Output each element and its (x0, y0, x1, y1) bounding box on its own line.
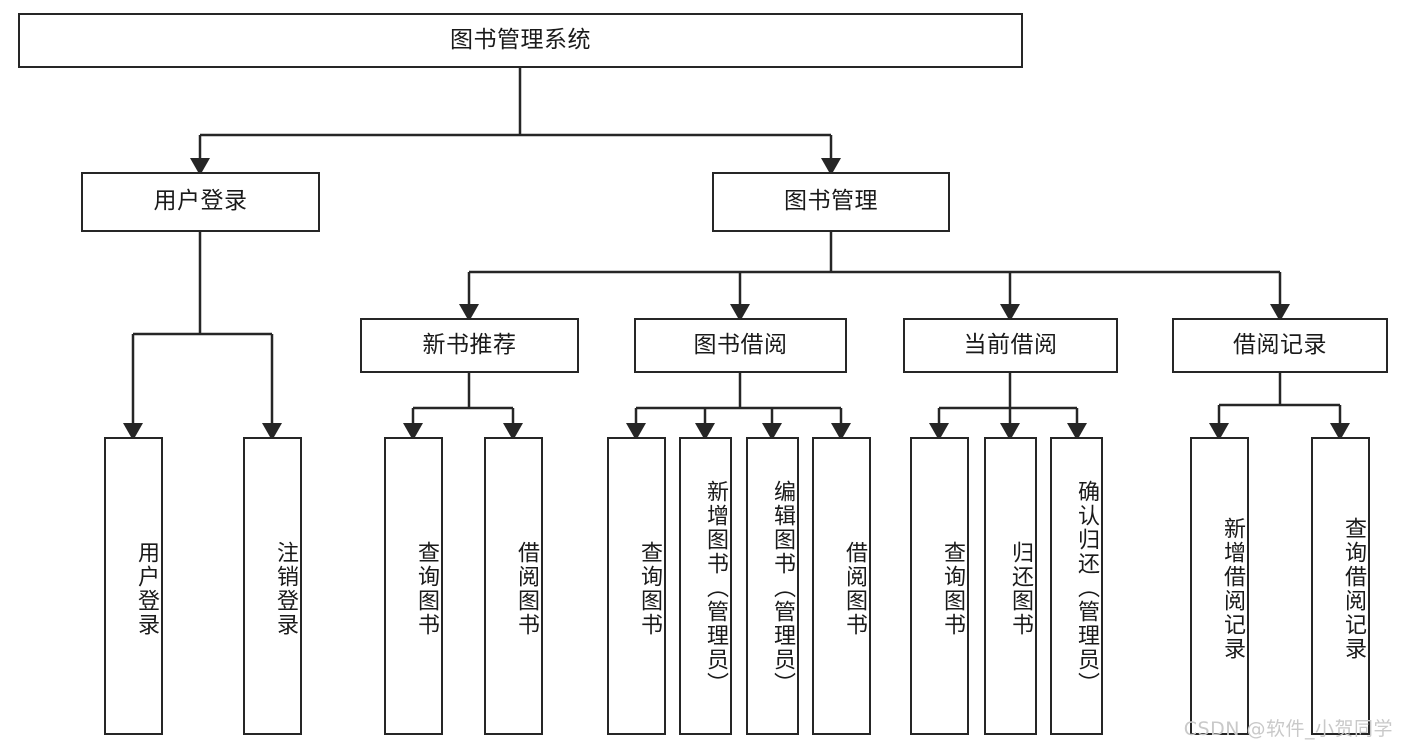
leaf-confirm-return-admin[interactable]: 确认归还（管理员） (1050, 437, 1103, 735)
node-book-borrow[interactable]: 图书借阅 (634, 318, 847, 373)
leaf-borrow-book-nbr-label: 借阅图书 (514, 541, 539, 637)
leaf-edit-book-admin[interactable]: 编辑图书（管理员） (746, 437, 799, 735)
leaf-query-book-nbr-label: 查询图书 (414, 541, 439, 637)
leaf-query-borrow-record[interactable]: 查询借阅记录 (1311, 437, 1370, 735)
leaf-logout-label: 注销登录 (273, 541, 298, 637)
leaf-query-book-cb[interactable]: 查询图书 (910, 437, 969, 735)
node-current-borrow[interactable]: 当前借阅 (903, 318, 1118, 373)
node-user-login[interactable]: 用户登录 (81, 172, 320, 232)
leaf-query-book-bb[interactable]: 查询图书 (607, 437, 666, 735)
node-book-management-label: 图书管理 (784, 188, 878, 215)
leaf-add-book-admin[interactable]: 新增图书（管理员） (679, 437, 732, 735)
watermark: CSDN @软件_小贺同学 (1183, 718, 1393, 740)
leaf-user-login-label: 用户登录 (134, 541, 159, 637)
node-root[interactable]: 图书管理系统 (18, 13, 1023, 68)
leaf-query-book-cb-label: 查询图书 (940, 541, 965, 637)
leaf-add-borrow-record[interactable]: 新增借阅记录 (1190, 437, 1249, 735)
leaf-user-login[interactable]: 用户登录 (104, 437, 163, 735)
leaf-logout[interactable]: 注销登录 (243, 437, 302, 735)
node-book-management[interactable]: 图书管理 (712, 172, 950, 232)
node-current-borrow-label: 当前借阅 (963, 331, 1058, 358)
leaf-add-book-admin-label: 新增图书（管理员） (703, 480, 728, 696)
node-new-book-recommend-label: 新书推荐 (422, 331, 517, 358)
leaf-return-book-label: 归还图书 (1008, 541, 1033, 637)
leaf-query-book-bb-label: 查询图书 (637, 541, 662, 637)
leaf-confirm-return-admin-label: 确认归还（管理员） (1074, 480, 1099, 696)
node-borrow-record[interactable]: 借阅记录 (1172, 318, 1388, 373)
node-new-book-recommend[interactable]: 新书推荐 (360, 318, 579, 373)
node-borrow-record-label: 借阅记录 (1233, 331, 1327, 358)
leaf-borrow-book-bb[interactable]: 借阅图书 (812, 437, 871, 735)
node-book-borrow-label: 图书借阅 (693, 331, 788, 358)
node-user-login-label: 用户登录 (153, 188, 248, 215)
leaf-query-borrow-record-label: 查询借阅记录 (1341, 517, 1366, 661)
leaf-borrow-book-nbr[interactable]: 借阅图书 (484, 437, 543, 735)
leaf-borrow-book-bb-label: 借阅图书 (842, 541, 867, 637)
node-root-label: 图书管理系统 (450, 26, 591, 53)
leaf-query-book-nbr[interactable]: 查询图书 (384, 437, 443, 735)
leaf-add-borrow-record-label: 新增借阅记录 (1220, 517, 1245, 661)
leaf-edit-book-admin-label: 编辑图书（管理员） (770, 480, 795, 696)
leaf-return-book[interactable]: 归还图书 (984, 437, 1037, 735)
